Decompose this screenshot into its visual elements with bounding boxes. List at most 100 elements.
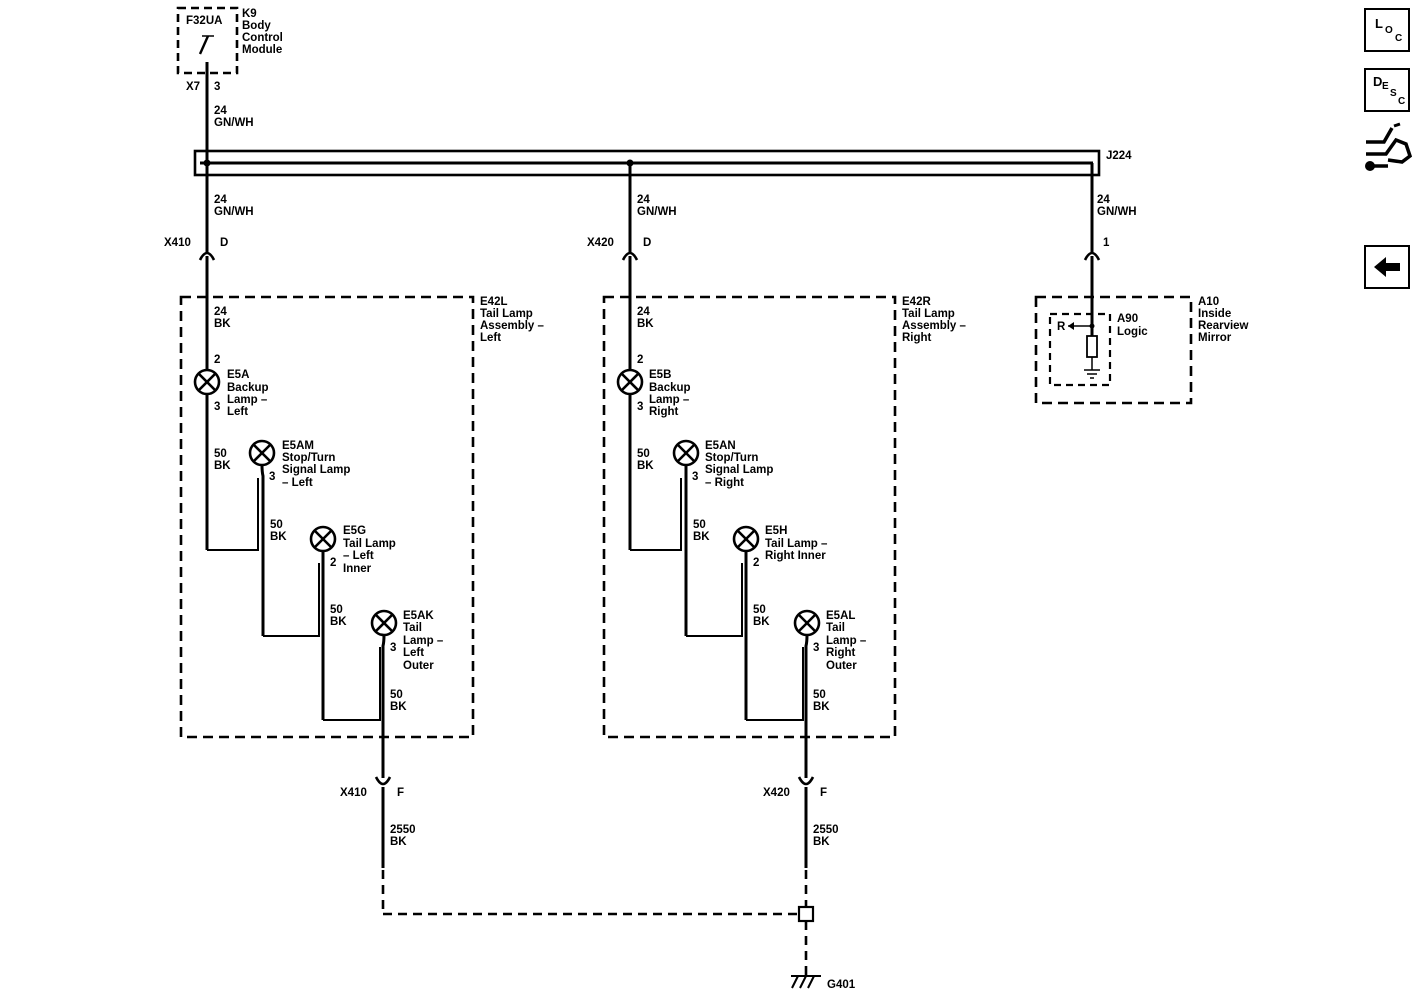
lamp-id: E5H [765,525,787,537]
lamp-name: Tail [403,622,422,634]
lamp-name: Signal Lamp [282,464,350,476]
resistor-symbol [1086,335,1098,358]
wire-size-label: 24 [214,105,227,117]
wire-color-label: BK [270,531,287,543]
assembly-name: Inside [1198,308,1231,320]
pin-label: F [397,787,404,799]
location-button[interactable]: L O C [1364,8,1410,52]
stop-turn-lamp-left [248,439,276,467]
pin-label: 2 [330,557,336,569]
pin-label: 3 [813,642,819,654]
connector-label: X410 [340,787,367,799]
back-button[interactable] [1364,245,1410,289]
mirror-branch: 24 GN/WH 1 A10 Inside Rearview Mirror A9… [1034,163,1249,405]
wire-color-label: GN/WH [637,206,677,218]
pin-label: 3 [390,642,396,654]
assembly-name: Assembly – [480,320,545,332]
lamp-name: Tail Lamp – [765,538,828,550]
connector-symbol [374,776,392,786]
connector-symbol [621,251,639,261]
lamp-id: E5AK [403,610,434,622]
left-branch: 24 GN/WH X410 D E42L Tail Lamp Assembly … [164,163,545,868]
pin-label: 3 [637,401,643,413]
tail-lamp-inner-right [732,525,760,553]
wire-color-label: BK [813,701,830,713]
tail-lamp-inner-left [309,525,337,553]
lamp-name: Stop/Turn [282,452,335,464]
lamp-id: E5AM [282,440,314,452]
wire-color-label: GN/WH [214,206,254,218]
connector-label: X420 [763,787,790,799]
wire-color-label: BK [390,836,407,848]
description-button[interactable]: D E S C [1364,68,1410,112]
lamp-name: Tail Lamp [343,538,396,550]
lamp-name: Right [826,647,856,659]
module-name-line: Module [242,44,282,56]
lamp-name: Left [403,647,424,659]
pin-label: 2 [753,557,759,569]
module-name-line: Body [242,20,271,32]
pin-label: F [820,787,827,799]
wire-color-label: BK [637,318,654,330]
module-id: A90 [1117,313,1138,325]
ground-splice [797,905,815,923]
wire-harness-button[interactable] [1362,122,1416,174]
tail-lamp-outer-right [793,609,821,637]
wire-size-label: 50 [390,689,403,701]
connector-symbol [797,776,815,786]
wire-size-label: 50 [813,689,826,701]
assembly-name: Tail Lamp [902,308,955,320]
connector-symbol [1083,251,1101,261]
wire-size-label: 24 [214,306,227,318]
lamp-name: – Left [282,477,313,489]
right-branch: 24 GN/WH X420 D E42R Tail Lamp Assembly … [587,163,967,868]
wire-size-label: 50 [637,448,650,460]
wire-color-label: GN/WH [214,117,254,129]
lamp-name: Outer [403,660,434,672]
ground-label: G401 [827,979,856,991]
wire-color-label: BK [813,836,830,848]
lamp-name: Left [227,406,248,418]
lamp-name: Lamp – [649,394,690,406]
lamp-name: Lamp – [826,635,867,647]
wire-size-label: 24 [214,194,227,206]
wire-size-label: 50 [214,448,227,460]
backup-lamp-right [616,368,644,396]
fuse-label: F32UA [186,15,222,27]
lamp-name: – Left [343,550,374,562]
assembly-id: E42R [902,296,931,308]
wire-color-label: BK [390,701,407,713]
wire-color-label: BK [637,460,654,472]
assembly-name: Left [480,332,501,344]
reference-label: R [1057,321,1066,333]
pin-label: 3 [214,81,220,93]
wire-size-label: 50 [330,604,343,616]
lamp-name: Stop/Turn [705,452,758,464]
assembly-name: Assembly – [902,320,967,332]
tail-lamp-outer-left [370,609,398,637]
assembly-name: Mirror [1198,332,1232,344]
lamp-name: Tail [826,622,845,634]
wire-color-label: BK [214,318,231,330]
lamp-name: Backup [227,382,269,394]
connector-label: X420 [587,237,614,249]
pin-label: 3 [214,401,220,413]
lamp-id: E5G [343,525,366,537]
back-arrow-icon [1374,257,1400,277]
wire-size-label: 24 [1097,194,1110,206]
lamp-name: Lamp – [227,394,268,406]
wire-size-label: 24 [637,194,650,206]
assembly-name: Tail Lamp [480,308,533,320]
wire-size-label: 50 [753,604,766,616]
lamp-name: – Right [705,477,744,489]
wire-color-label: BK [753,616,770,628]
pin-label: 2 [214,354,220,366]
wire-color-label: BK [330,616,347,628]
desc-letter: E [1382,81,1389,92]
wire-size-label: 24 [637,306,650,318]
wire-color-label: BK [693,531,710,543]
wire-color-label: BK [214,460,231,472]
lamp-name: Lamp – [403,635,444,647]
pin-label: D [643,237,651,249]
